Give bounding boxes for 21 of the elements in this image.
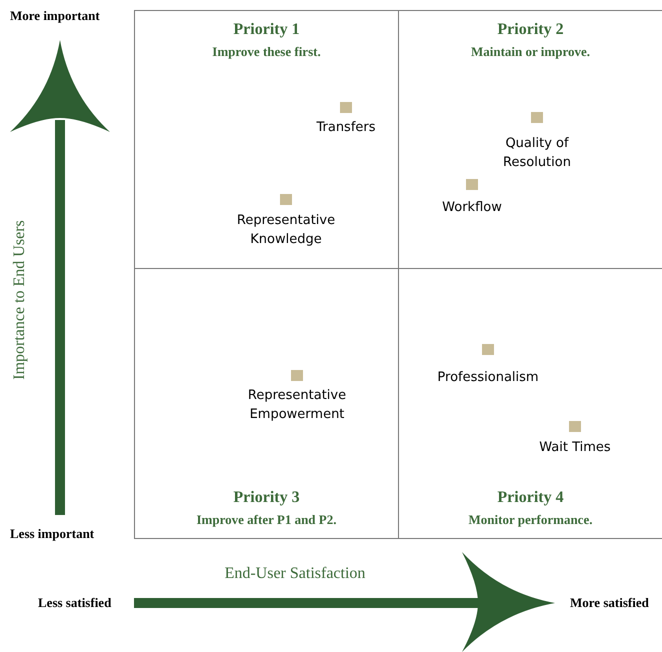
data-point-label: Professionalism [437, 369, 539, 387]
data-point-label: Representative Empowerment [246, 387, 348, 424]
data-point-label: Transfers [316, 119, 376, 137]
data-point-label: Workflow [442, 199, 502, 217]
axis-title: Importance to End Users [11, 220, 29, 380]
priority-description: Improve these first. [211, 44, 322, 60]
data-point-label: Quality of Resolution [502, 135, 572, 172]
data-point-label: Wait Times [539, 439, 611, 457]
axis-end-label: More satisfied [570, 595, 649, 611]
axis-title: End-User Satisfaction [224, 565, 366, 583]
axis-end-label: Less important [10, 526, 94, 542]
data-point-label: Representative Knowledge [236, 212, 336, 249]
priority-heading: Priority 4 [496, 489, 565, 507]
priority-description: Improve after P1 and P2. [196, 512, 338, 528]
axis-end-label: Less satisfied [38, 595, 112, 611]
priority-heading: Priority 2 [496, 21, 565, 39]
priority-description: Maintain or improve. [470, 44, 592, 60]
axis-end-label: More important [10, 8, 100, 24]
priority-heading: Priority 1 [232, 21, 301, 39]
priority-heading: Priority 3 [232, 489, 301, 507]
priority-description: Monitor performance. [468, 512, 594, 528]
